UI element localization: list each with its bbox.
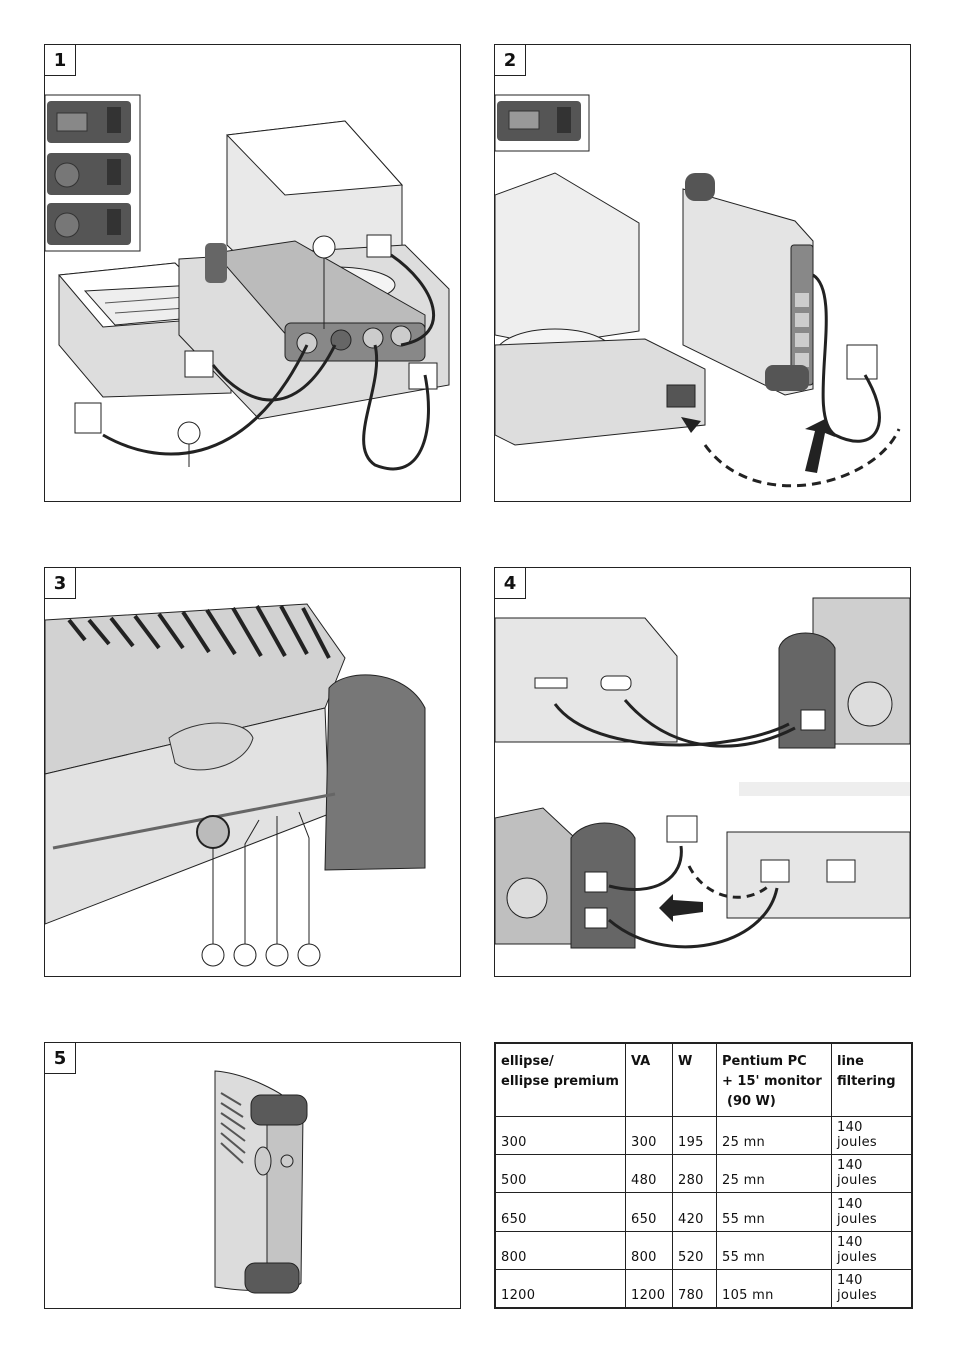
header-w: W	[672, 1043, 717, 1117]
cell-va: 300	[625, 1115, 673, 1156]
cell-backup: 55 mn	[716, 1230, 832, 1270]
cell-w: 780	[672, 1268, 717, 1308]
cell-va: 1200	[625, 1268, 673, 1308]
figure-panel-5: 5	[44, 1042, 461, 1309]
figure-panel-4: 4	[494, 567, 911, 977]
panel-number: 3	[45, 568, 76, 599]
panel-number: 5	[45, 1043, 76, 1074]
panel-number: 2	[495, 45, 526, 76]
header-line-filtering: line filtering	[831, 1043, 912, 1117]
header-pc-line2: + 15' monitor	[722, 1074, 822, 1089]
header-model-line1: ellipse/	[501, 1054, 554, 1069]
cell-w: 195	[672, 1115, 717, 1156]
illustration-connect-ups-power	[45, 94, 450, 471]
cell-model: 800	[495, 1230, 626, 1270]
cell-filter: 140 joules	[831, 1268, 912, 1308]
table-row: 500 480 280 25 mn 140 joules	[495, 1154, 912, 1194]
header-backup-time: Pentium PC + 15' monitor (90 W)	[716, 1043, 832, 1117]
ups-spec-table: ellipse/ ellipse premium VA W Pentium PC…	[495, 1043, 912, 1308]
header-model-line2: ellipse premium	[501, 1074, 619, 1089]
cell-filter: 140 joules	[831, 1115, 912, 1156]
cell-backup: 55 mn	[716, 1192, 832, 1232]
cell-w: 520	[672, 1230, 717, 1270]
cell-w: 280	[672, 1154, 717, 1194]
specifications-table: ellipse/ ellipse premium VA W Pentium PC…	[494, 1042, 913, 1309]
cell-filter: 140 joules	[831, 1154, 912, 1194]
header-va: VA	[625, 1043, 673, 1117]
cell-va: 800	[625, 1230, 673, 1270]
header-pc-line1: Pentium PC	[722, 1054, 807, 1069]
cell-model: 500	[495, 1154, 626, 1194]
panel-number: 4	[495, 568, 526, 599]
header-filter-line2: filtering	[837, 1074, 896, 1089]
cell-va: 480	[625, 1154, 673, 1194]
illustration-ups-vertical	[214, 1070, 308, 1294]
illustration-ups-standalone-connection	[495, 94, 901, 488]
figure-panel-1: 1	[44, 44, 461, 502]
cell-filter: 140 joules	[831, 1230, 912, 1270]
panel-number: 1	[45, 45, 76, 76]
illustration-data-line-protection	[495, 597, 910, 949]
header-pc-line3: (90 W)	[727, 1094, 776, 1109]
table-row: 300 300 195 25 mn 140 joules	[495, 1115, 912, 1156]
cell-model: 300	[495, 1115, 626, 1156]
header-filter-line1: line	[837, 1054, 864, 1069]
figure-panel-2: 2	[494, 44, 911, 502]
figure-panel-3: 3	[44, 567, 461, 977]
cell-va: 650	[625, 1192, 673, 1232]
cell-backup: 25 mn	[716, 1115, 832, 1156]
table-header-row: ellipse/ ellipse premium VA W Pentium PC…	[495, 1043, 912, 1117]
illustration-front-panel-indicators	[45, 603, 426, 967]
socket-variants-inset	[45, 94, 141, 252]
header-model: ellipse/ ellipse premium	[495, 1043, 626, 1117]
table-row: 650 650 420 55 mn 140 joules	[495, 1192, 912, 1232]
cell-filter: 140 joules	[831, 1192, 912, 1232]
cell-backup: 25 mn	[716, 1154, 832, 1194]
cell-backup: 105 mn	[716, 1268, 832, 1308]
table-row: 800 800 520 55 mn 140 joules	[495, 1230, 912, 1270]
socket-inset	[495, 94, 590, 152]
cell-model: 650	[495, 1192, 626, 1232]
cell-w: 420	[672, 1192, 717, 1232]
cell-model: 1200	[495, 1268, 626, 1308]
table-row: 1200 1200 780 105 mn 140 joules	[495, 1268, 912, 1308]
